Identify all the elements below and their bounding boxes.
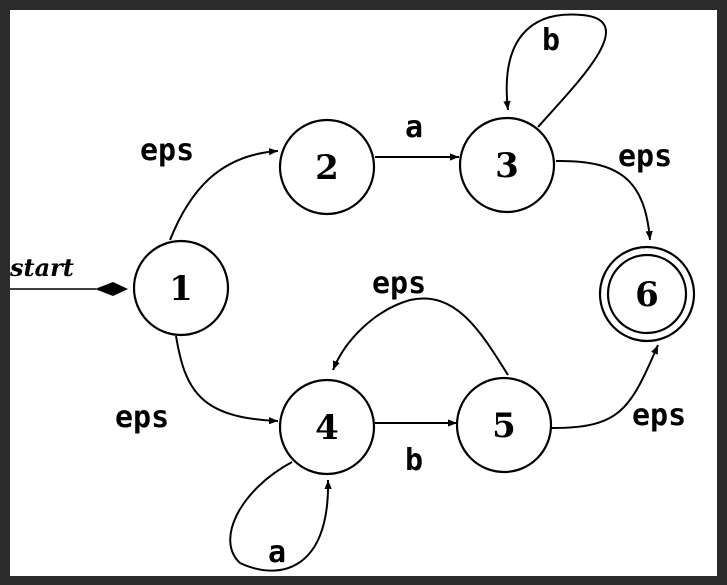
edge-label-4-4: a (268, 535, 286, 570)
edge-label-1-4: eps (115, 400, 169, 435)
edge-3-3 (503, 13, 607, 128)
state-1: 1 (132, 239, 230, 337)
edge-1-4 (175, 335, 279, 425)
state-1-label: 1 (169, 269, 193, 309)
edge-label-4-5: b (405, 443, 423, 478)
start-arrow (10, 282, 128, 296)
edge-5-6 (551, 344, 659, 429)
state-2-label: 2 (315, 148, 339, 188)
state-4-label: 4 (315, 408, 339, 448)
edge-label-2-3: a (405, 110, 423, 145)
edge-label-5-4: eps (372, 266, 426, 301)
state-2: 2 (278, 118, 376, 216)
state-4: 4 (278, 378, 376, 476)
state-5-label: 5 (492, 406, 516, 446)
edge-4-4 (229, 461, 332, 572)
edge-1-2 (169, 148, 279, 241)
edge-3-6 (555, 159, 653, 241)
state-3-label: 3 (495, 146, 519, 186)
state-6-accepting: 6 (598, 245, 696, 343)
edge-label-1-2: eps (140, 133, 194, 168)
state-6-label: 6 (635, 275, 659, 315)
state-5: 5 (455, 376, 553, 474)
edge-5-4 (332, 297, 509, 376)
edge-label-3-3: b (542, 23, 560, 58)
start-label: start (9, 253, 74, 282)
edge-label-3-6: eps (618, 139, 672, 174)
state-3: 3 (458, 116, 556, 214)
edge-label-5-6: eps (632, 398, 686, 433)
